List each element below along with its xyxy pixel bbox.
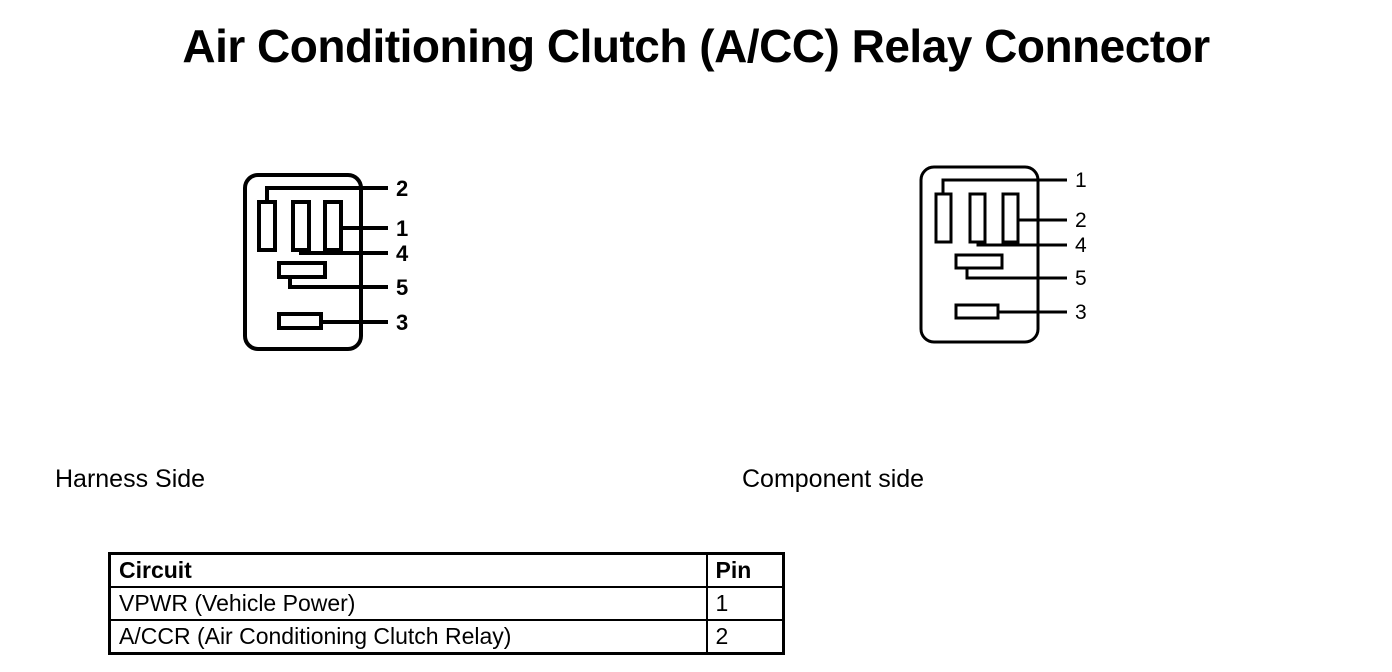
component-side-caption: Component side <box>742 465 925 493</box>
pin-label-1: 2 <box>1075 209 1087 232</box>
page-title: Air Conditioning Clutch (A/CC) Relay Con… <box>182 20 1210 72</box>
harness-side-connector-diagram: 2 1 4 5 3 <box>236 160 666 360</box>
table-row: VPWR (Vehicle Power) 1 <box>108 586 785 621</box>
pin-label-2: 4 <box>1075 234 1087 257</box>
pin-label-2: 4 <box>396 241 409 266</box>
blade-slot-bottom-wide <box>954 303 1000 320</box>
cell-pin: 2 <box>705 619 785 655</box>
leader-line-pin-1 <box>941 178 1067 194</box>
circuit-pin-table: Circuit Pin VPWR (Vehicle Power) 1 A/CCR… <box>108 552 785 655</box>
pin-label-0: 2 <box>396 176 408 201</box>
column-header-pin: Pin <box>705 552 785 588</box>
blade-slot-right <box>323 200 343 252</box>
blade-slot-middle-wide <box>277 261 327 279</box>
table-row: A/CCR (Air Conditioning Clutch Relay) 2 <box>108 619 785 655</box>
pin-label-3: 5 <box>396 275 408 300</box>
pin-label-3: 5 <box>1075 267 1087 290</box>
blade-slot-left <box>934 192 953 244</box>
table-header-row: Circuit Pin <box>108 552 785 588</box>
pin-table-container: Circuit Pin VPWR (Vehicle Power) 1 A/CCR… <box>108 552 785 655</box>
cell-circuit: VPWR (Vehicle Power) <box>108 586 708 621</box>
column-header-circuit: Circuit <box>108 552 708 588</box>
blade-slot-middle <box>291 200 311 252</box>
cell-circuit: A/CCR (Air Conditioning Clutch Relay) <box>108 619 708 655</box>
pin-label-4: 3 <box>1075 301 1087 324</box>
blade-slot-bottom-wide <box>277 312 323 330</box>
blade-slot-middle <box>968 192 987 244</box>
harness-side-caption: Harness Side <box>55 465 206 493</box>
component-side-connector-diagram: 1 2 4 5 3 <box>912 152 1312 352</box>
pin-label-0: 1 <box>1075 169 1087 192</box>
leader-line-pin-5 <box>965 267 1067 280</box>
blade-slot-right <box>1001 192 1020 244</box>
pin-label-1: 1 <box>396 216 408 241</box>
leader-line-pin-2 <box>265 186 388 202</box>
cell-pin: 1 <box>705 586 785 621</box>
blade-slot-left <box>257 200 277 252</box>
blade-slot-middle-wide <box>954 253 1004 270</box>
pin-label-4: 3 <box>396 310 408 335</box>
